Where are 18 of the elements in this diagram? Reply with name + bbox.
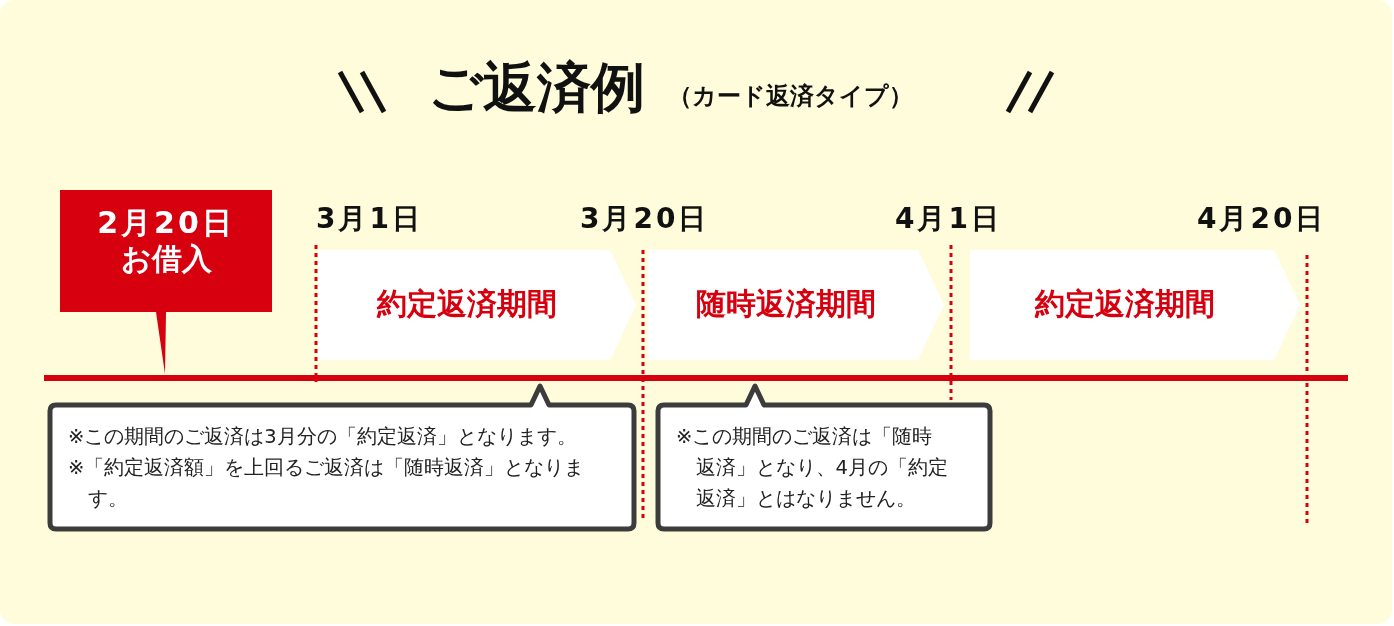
start-date-text: お借入 bbox=[119, 242, 213, 275]
date-label: 4月20日 bbox=[1197, 201, 1327, 237]
period-label: 約定返済期間 bbox=[375, 286, 558, 322]
period-label: 約定返済期間 bbox=[1033, 286, 1216, 322]
subtitle: （カード返済タイプ） bbox=[668, 81, 913, 112]
date-label: 4月1日 bbox=[895, 201, 1002, 237]
start-marker-box bbox=[60, 190, 272, 374]
period-band bbox=[970, 250, 1300, 360]
date-label: 3月1日 bbox=[316, 201, 423, 237]
note-text: ※この期間のご返済は「随時返済」となり、4月の「約定返済」とはなりません。 bbox=[676, 424, 948, 512]
period-label: 随時返済期間 bbox=[695, 286, 877, 322]
period-band bbox=[318, 250, 636, 360]
date-label: 3月20日 bbox=[580, 201, 710, 237]
note-text: ※「約定返済額」を上回るご返済は「随時返済」となります。 bbox=[68, 455, 586, 512]
period-band bbox=[648, 250, 944, 360]
title: ご返済例 bbox=[428, 58, 645, 118]
start-date-text: 2月20日 bbox=[96, 206, 236, 239]
note-text: ※この期間のご返済は3月分の「約定返済」となります。 bbox=[68, 424, 578, 450]
